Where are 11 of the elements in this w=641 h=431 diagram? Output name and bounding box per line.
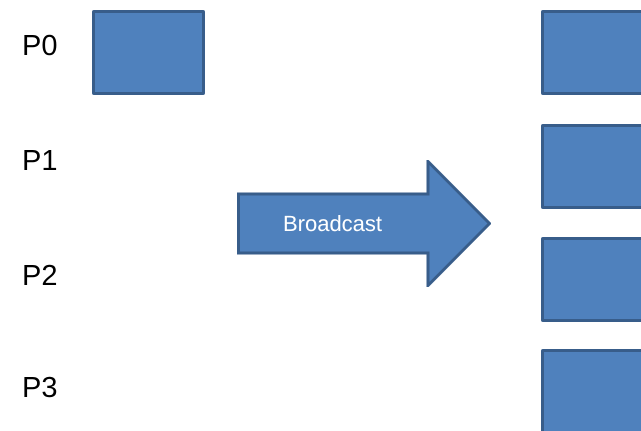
box xyxy=(541,10,641,95)
box xyxy=(541,349,641,431)
process-label: P1 xyxy=(22,147,58,176)
process-label: P2 xyxy=(22,262,58,291)
box xyxy=(541,237,641,322)
process-label: P0 xyxy=(22,32,58,61)
arrow-label: Broadcast xyxy=(282,210,384,237)
block-arrow xyxy=(237,160,491,287)
process-label: P3 xyxy=(22,374,58,403)
box xyxy=(92,10,205,95)
box xyxy=(541,124,641,209)
